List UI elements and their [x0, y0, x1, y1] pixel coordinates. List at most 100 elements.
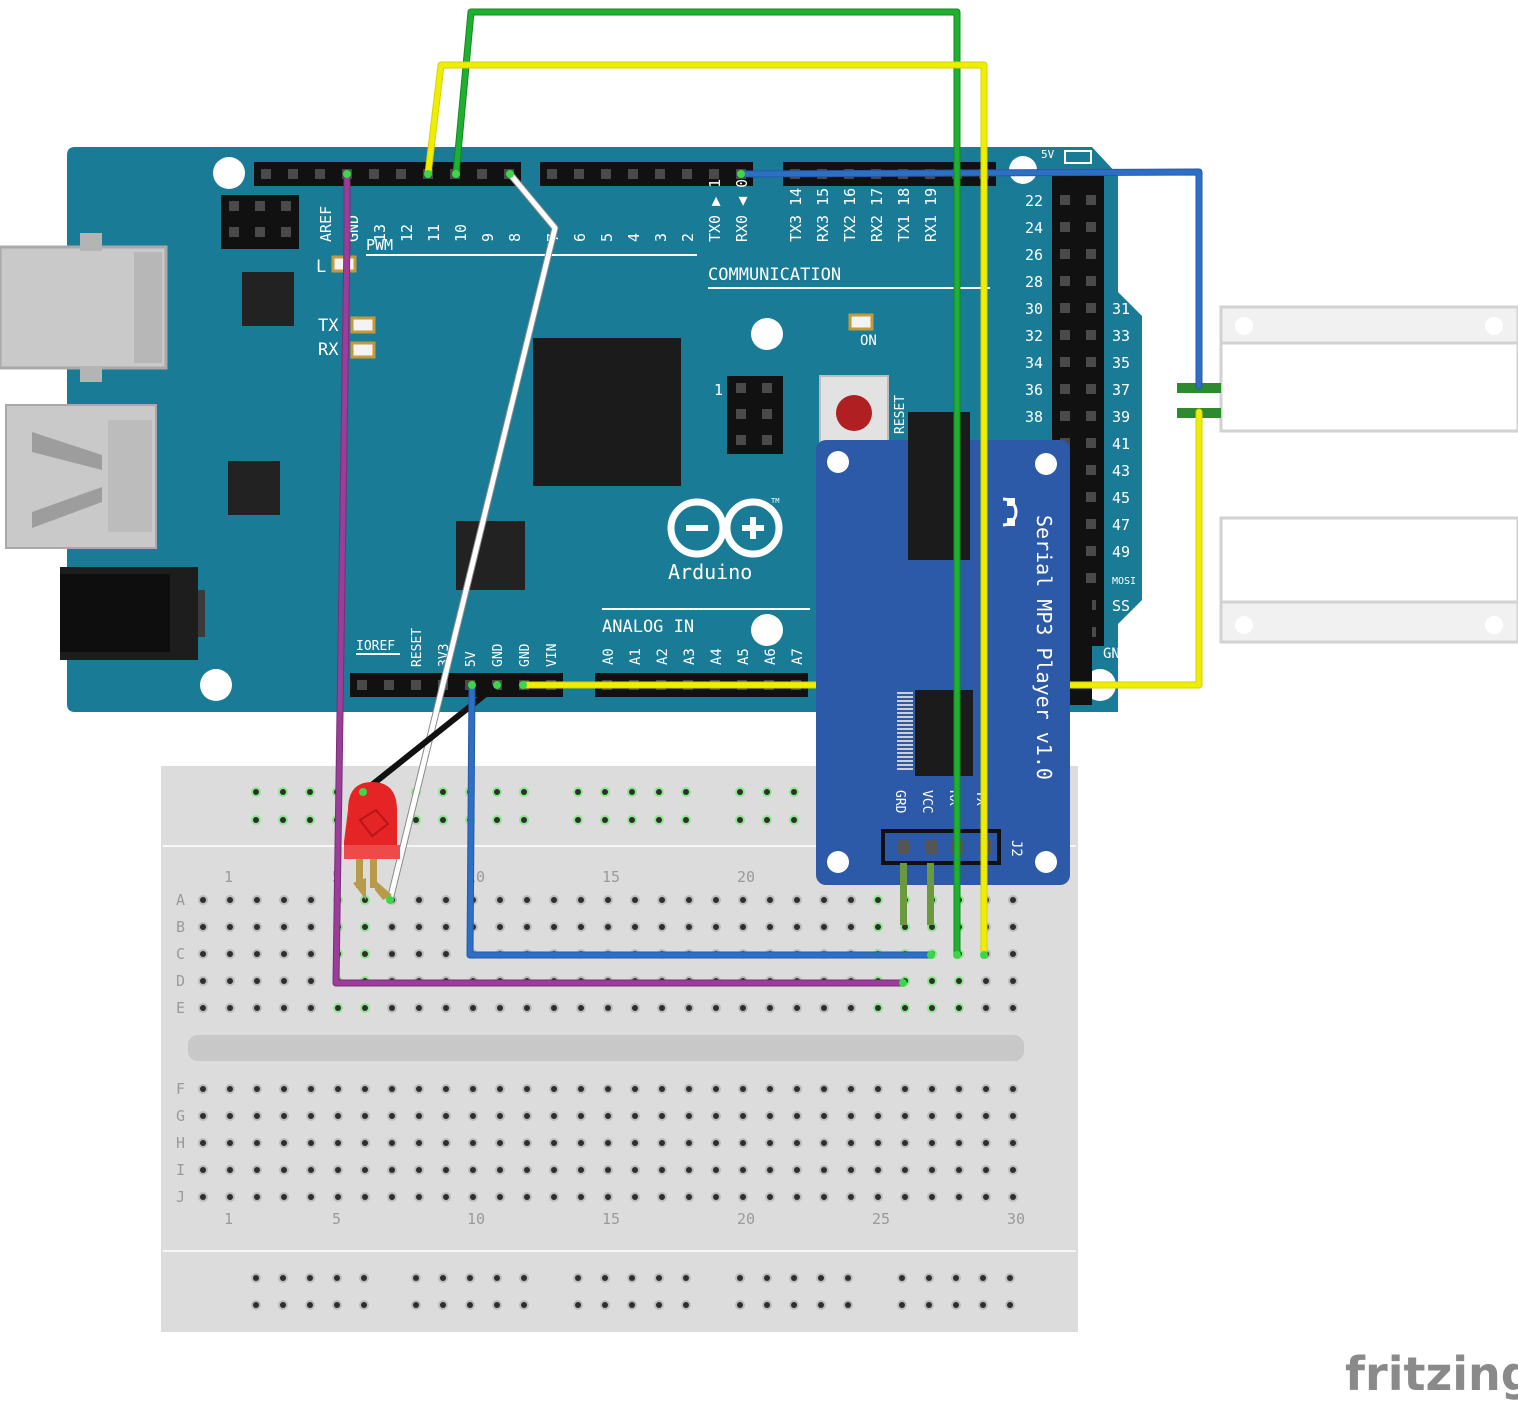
breadboard-hole: [524, 1086, 530, 1092]
breadboard-hole: [308, 1086, 314, 1092]
breadboard-hole: [578, 1086, 584, 1092]
digital-pin-label: 22: [1025, 192, 1043, 210]
breadboard-hole: [253, 789, 259, 795]
row-letter: A: [176, 891, 185, 909]
breadboard-hole: [416, 1167, 422, 1173]
breadboard-hole: [713, 897, 719, 903]
arduino-tm: TM: [771, 497, 779, 505]
led-tx-indicator: [350, 316, 376, 334]
breadboard-hole: [902, 1086, 908, 1092]
digital-pin-label: AREF: [317, 206, 335, 242]
breadboard-hole: [767, 1140, 773, 1146]
breadboard-hole: [443, 1086, 449, 1092]
breadboard-hole: [413, 817, 419, 823]
header-pin: [1060, 411, 1070, 421]
analog-pin-label: A4: [709, 648, 725, 665]
dc-power-jack: [60, 567, 205, 660]
breadboard-hole: [605, 924, 611, 930]
breadboard-hole: [983, 1005, 989, 1011]
breadboard-hole: [632, 1113, 638, 1119]
digital-pin-label: 9: [479, 233, 497, 242]
headphone-icon: [1002, 497, 1018, 527]
breadboard-hole: [308, 1005, 314, 1011]
breadboard-hole: [1010, 1194, 1016, 1200]
breadboard-hole: [683, 817, 689, 823]
mp3-pin-label: VCC: [919, 790, 934, 813]
breadboard-hole: [983, 1194, 989, 1200]
breadboard-hole: [740, 1005, 746, 1011]
header-pin: [396, 169, 406, 179]
breadboard-hole: [578, 1140, 584, 1146]
fritzing-watermark: fritzing: [1345, 1347, 1518, 1401]
arduino-logo: Arduino TM: [667, 497, 783, 584]
header-pin: [1086, 519, 1096, 529]
label-rx: RX: [318, 340, 339, 360]
header-pin: [255, 201, 265, 211]
breadboard-hole: [632, 1005, 638, 1011]
digital-pin-label: 34: [1025, 354, 1043, 372]
breadboard-hole: [956, 1167, 962, 1173]
breadboard-hole: [983, 1113, 989, 1119]
breadboard-hole: [227, 1140, 233, 1146]
breadboard-hole: [497, 1194, 503, 1200]
breadboard-hole: [254, 1005, 260, 1011]
breadboard-hole: [656, 817, 662, 823]
breadboard-hole: [848, 1194, 854, 1200]
breadboard-hole: [875, 1194, 881, 1200]
breadboard-hole: [740, 1194, 746, 1200]
breadboard-hole: [440, 1275, 446, 1281]
breadboard-hole: [929, 1005, 935, 1011]
breadboard-hole: [470, 1113, 476, 1119]
digital-pin-label: 12: [398, 224, 416, 242]
breadboard-hole: [764, 1275, 770, 1281]
header-pin: [601, 169, 611, 179]
reset-button[interactable]: [819, 375, 889, 443]
breadboard-hole: [791, 1302, 797, 1308]
breadboard-hole: [605, 897, 611, 903]
header-pin: [709, 169, 719, 179]
breadboard-hole: [575, 789, 581, 795]
breadboard-hole: [1007, 1302, 1013, 1308]
breadboard-hole: [253, 1302, 259, 1308]
breadboard-hole: [389, 1113, 395, 1119]
breadboard-hole: [281, 924, 287, 930]
breadboard-hole: [902, 924, 908, 930]
breadboard-hole: [524, 1194, 530, 1200]
header-pin: [281, 227, 291, 237]
breadboard-hole: [929, 1167, 935, 1173]
breadboard-hole: [602, 1275, 608, 1281]
breadboard-hole: [713, 924, 719, 930]
breadboard-hole: [821, 1113, 827, 1119]
breadboard-hole: [578, 924, 584, 930]
breadboard-hole: [902, 1140, 908, 1146]
breadboard-hole: [200, 897, 206, 903]
breadboard-hole: [659, 1194, 665, 1200]
label-gnd-right: GND: [1103, 646, 1128, 662]
red-led: [344, 782, 400, 900]
breadboard-hole: [416, 1086, 422, 1092]
breadboard-hole: [686, 1140, 692, 1146]
breadboard-hole: [578, 1113, 584, 1119]
breadboard-hole: [605, 1194, 611, 1200]
header-pin: [411, 680, 421, 690]
breadboard-hole: [281, 897, 287, 903]
breadboard-hole: [334, 1275, 340, 1281]
breadboard-hole: [686, 1086, 692, 1092]
breadboard-hole: [254, 1113, 260, 1119]
row-letter: F: [176, 1080, 185, 1098]
breadboard-hole: [848, 1167, 854, 1173]
breadboard-hole: [200, 1167, 206, 1173]
breadboard-hole: [1010, 978, 1016, 984]
digital-pin-label: 37: [1112, 381, 1130, 399]
breadboard-hole: [683, 1302, 689, 1308]
breadboard-hole: [281, 1113, 287, 1119]
breadboard-hole: [740, 1140, 746, 1146]
digital-pin-label: 6: [571, 233, 589, 242]
breadboard-hole: [200, 978, 206, 984]
header-pin: [1086, 438, 1096, 448]
icsp-header-left: [221, 195, 299, 249]
column-number: 20: [737, 1210, 755, 1228]
breadboard-hole: [227, 1113, 233, 1119]
